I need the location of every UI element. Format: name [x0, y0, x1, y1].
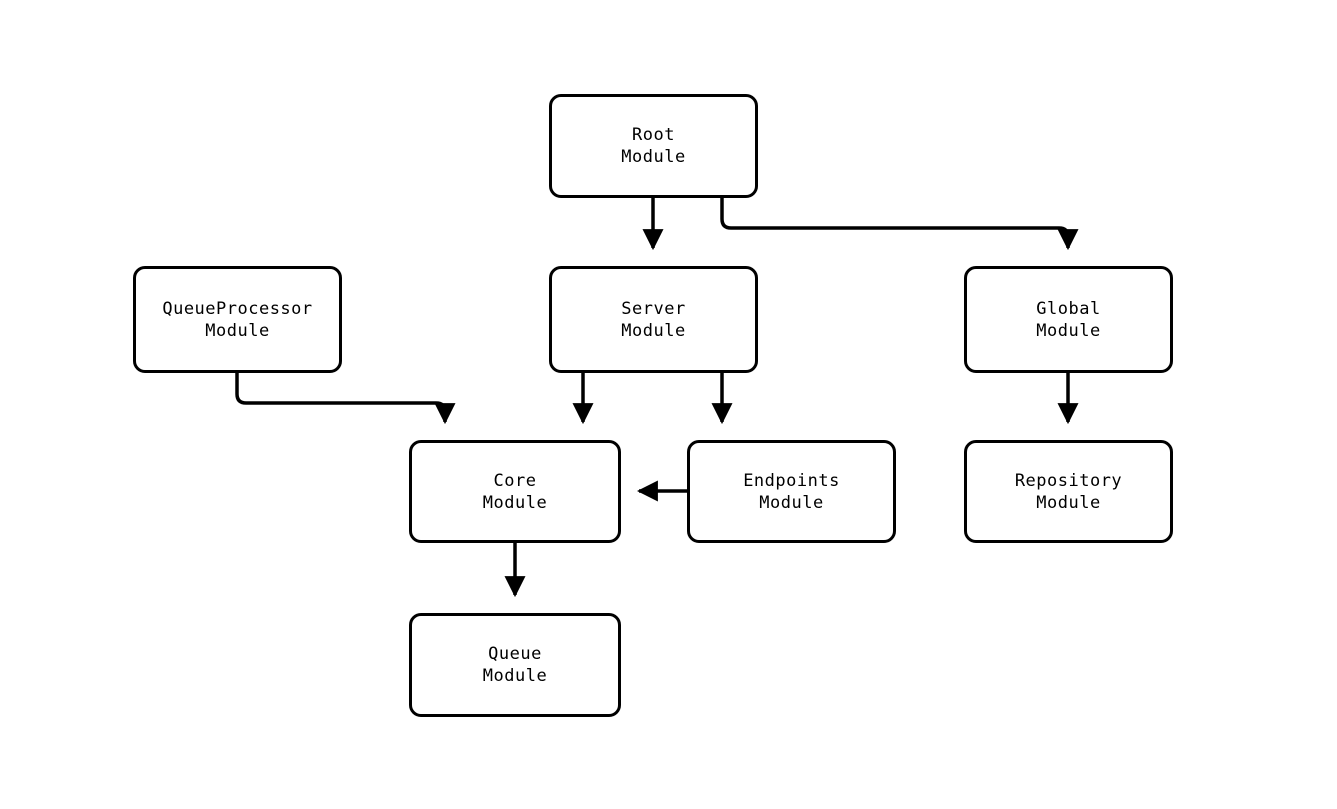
node-root-line1: Root	[632, 125, 675, 145]
node-core-line1: Core	[493, 470, 537, 491]
node-server-line2: Module	[621, 320, 686, 341]
edge-root-to-global	[720, 198, 1079, 251]
node-root[interactable]: Root Module	[549, 94, 758, 198]
edge-queueprocessor-to-core	[235, 373, 456, 425]
node-repository[interactable]: Repository Module	[964, 440, 1173, 543]
node-queueprocessor-line2: Module	[205, 320, 270, 341]
node-queue-line2: Module	[482, 666, 548, 686]
node-queue[interactable]: Queue Module	[409, 613, 621, 717]
node-endpoints[interactable]: Endpoints Module	[687, 440, 896, 543]
node-global[interactable]: Global Module	[964, 266, 1173, 373]
node-repository-line1: Repository	[1014, 470, 1123, 491]
node-root-line2: Module	[621, 147, 686, 167]
node-queueprocessor[interactable]: QueueProcessor Module	[133, 266, 342, 373]
node-core[interactable]: Core Module	[409, 440, 621, 543]
node-core-line2: Module	[482, 492, 548, 513]
node-global-line1: Global	[1036, 298, 1101, 319]
node-endpoints-line2: Module	[759, 492, 824, 513]
node-queue-line1: Queue	[488, 644, 542, 664]
node-endpoints-line1: Endpoints	[743, 470, 840, 491]
node-repository-line2: Module	[1036, 492, 1101, 513]
node-global-line2: Module	[1036, 320, 1101, 341]
node-server-line1: Server	[621, 298, 686, 319]
node-queueprocessor-line1: QueueProcessor	[162, 298, 313, 319]
node-server[interactable]: Server Module	[549, 266, 758, 373]
